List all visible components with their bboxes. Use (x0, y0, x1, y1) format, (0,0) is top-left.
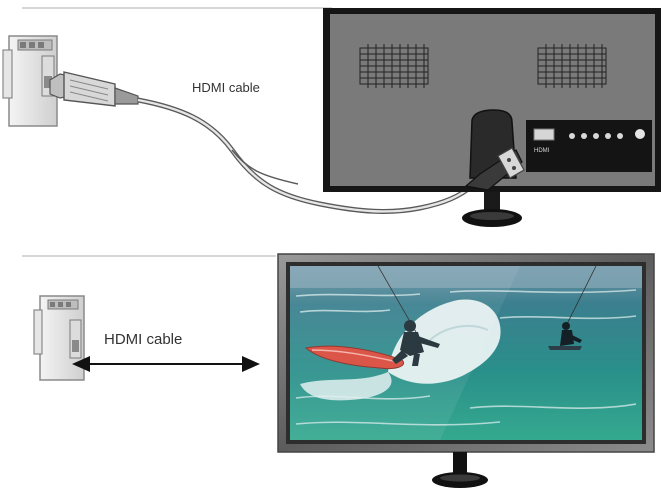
kite-line-far (565, 265, 597, 327)
kite-surfer-main (392, 320, 440, 366)
port-jack-5 (617, 133, 623, 139)
kiteboard (304, 345, 404, 369)
arrow-head-left (72, 356, 90, 372)
hdmi-cable-label-bottom: HDMI cable (104, 331, 182, 348)
hdmi-cable-label-top: HDMI cable (192, 80, 260, 95)
vent-grille-left (359, 44, 429, 88)
port-jack-1 (569, 133, 575, 139)
vent-grille-right (537, 44, 607, 88)
tv-top-hdmi-port (533, 128, 555, 141)
connection-arrow (72, 356, 260, 372)
port-jack-3 (593, 133, 599, 139)
camera-top (2, 35, 58, 127)
kite-line-main (377, 265, 417, 333)
kite-surfer-far (548, 322, 582, 350)
tv-bottom-stand (432, 452, 488, 488)
tv-bottom (277, 253, 655, 453)
tv-top-hdmi-port-label: HDMI (534, 148, 550, 154)
tv-top-stand-foot (462, 192, 522, 227)
tv-top-port-panel (526, 120, 652, 172)
hdmi-plug-tv (464, 147, 525, 191)
port-jack-4 (605, 133, 611, 139)
hdmi-cable-top (137, 97, 474, 214)
camera-bottom (33, 295, 85, 381)
tv-screen (290, 265, 642, 440)
tv-top: HDMI (323, 8, 661, 192)
power-button-icon (635, 129, 645, 139)
arrow-head-right (242, 356, 260, 372)
hdmi-plug-camera (49, 71, 139, 107)
port-jack-2 (581, 133, 587, 139)
